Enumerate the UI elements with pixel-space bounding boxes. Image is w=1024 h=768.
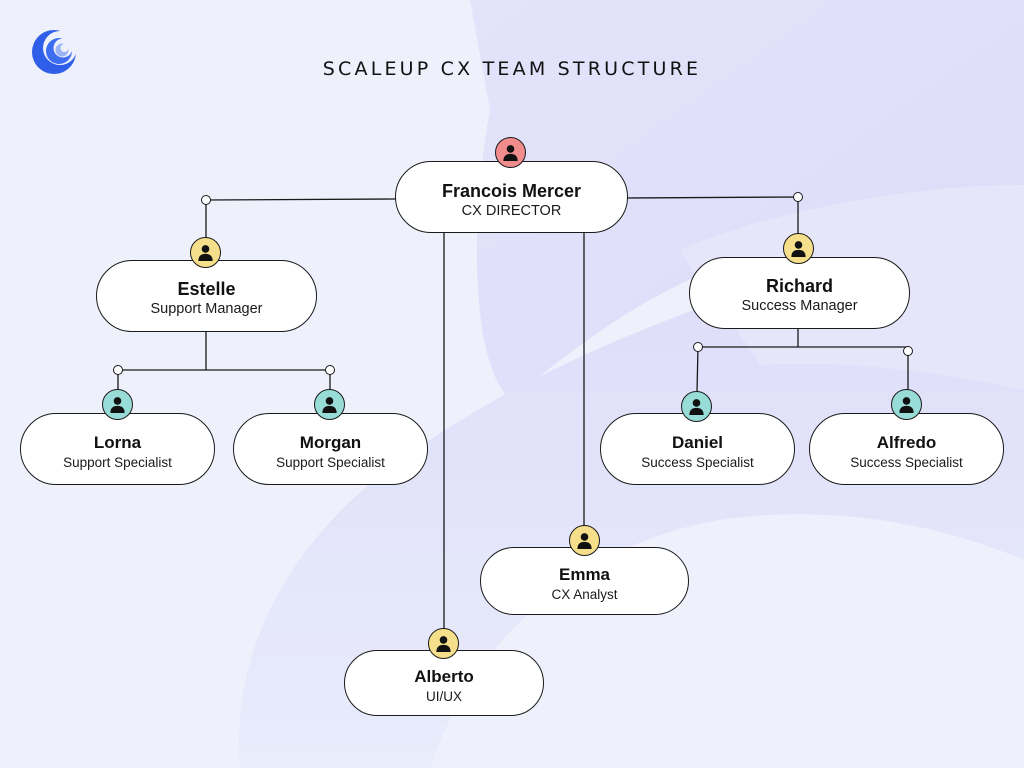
node-name: Alfredo [876, 433, 937, 452]
junction-dot [903, 346, 913, 356]
person-icon [102, 389, 133, 420]
junction-dot [201, 195, 211, 205]
junction-dot [325, 365, 335, 375]
node-name: Richard [765, 276, 834, 296]
person-icon [314, 389, 345, 420]
node-richard: Richard Success Manager [689, 257, 910, 329]
node-name: Lorna [93, 433, 142, 452]
node-emma: Emma CX Analyst [480, 547, 689, 615]
node-name: Morgan [299, 433, 362, 452]
line-estelle-team [117, 331, 331, 390]
junction-dot [113, 365, 123, 375]
person-icon [190, 237, 221, 268]
node-name: Daniel [671, 433, 724, 452]
node-role: Success Specialist [641, 455, 754, 470]
junction-dot [793, 192, 803, 202]
chart-title: SCALEUP CX TEAM STRUCTURE [322, 58, 702, 80]
node-role: Support Specialist [63, 455, 172, 470]
person-icon [681, 391, 712, 422]
node-name: Alberto [414, 667, 474, 686]
line-richard-team [696, 328, 909, 393]
node-name: Estelle [177, 279, 236, 299]
person-icon [428, 628, 459, 659]
node-estelle: Estelle Support Manager [96, 260, 317, 332]
line-director-estelle [205, 198, 397, 240]
node-role: Success Specialist [850, 455, 963, 470]
node-role: Support Manager [150, 301, 263, 317]
person-icon [783, 233, 814, 264]
person-icon [569, 525, 600, 556]
node-francois-mercer: Francois Mercer CX DIRECTOR [395, 161, 628, 233]
node-alberto: Alberto UI/UX [344, 650, 544, 716]
node-name: Emma [558, 565, 611, 584]
node-morgan: Morgan Support Specialist [233, 413, 428, 485]
node-name: Francois Mercer [441, 181, 582, 201]
person-icon [891, 389, 922, 420]
node-role: CX DIRECTOR [461, 203, 562, 219]
person-icon [495, 137, 526, 168]
node-role: CX Analyst [551, 587, 618, 602]
node-daniel: Daniel Success Specialist [600, 413, 795, 485]
line-director-richard [626, 196, 799, 236]
node-role: UI/UX [425, 689, 462, 704]
junction-dot [693, 342, 703, 352]
swirl-logo-icon [32, 30, 77, 74]
node-role: Support Specialist [276, 455, 385, 470]
node-role: Success Manager [741, 298, 858, 314]
node-alfredo: Alfredo Success Specialist [809, 413, 1004, 485]
node-lorna: Lorna Support Specialist [20, 413, 215, 485]
bg-swoosh-top [470, 0, 1024, 400]
